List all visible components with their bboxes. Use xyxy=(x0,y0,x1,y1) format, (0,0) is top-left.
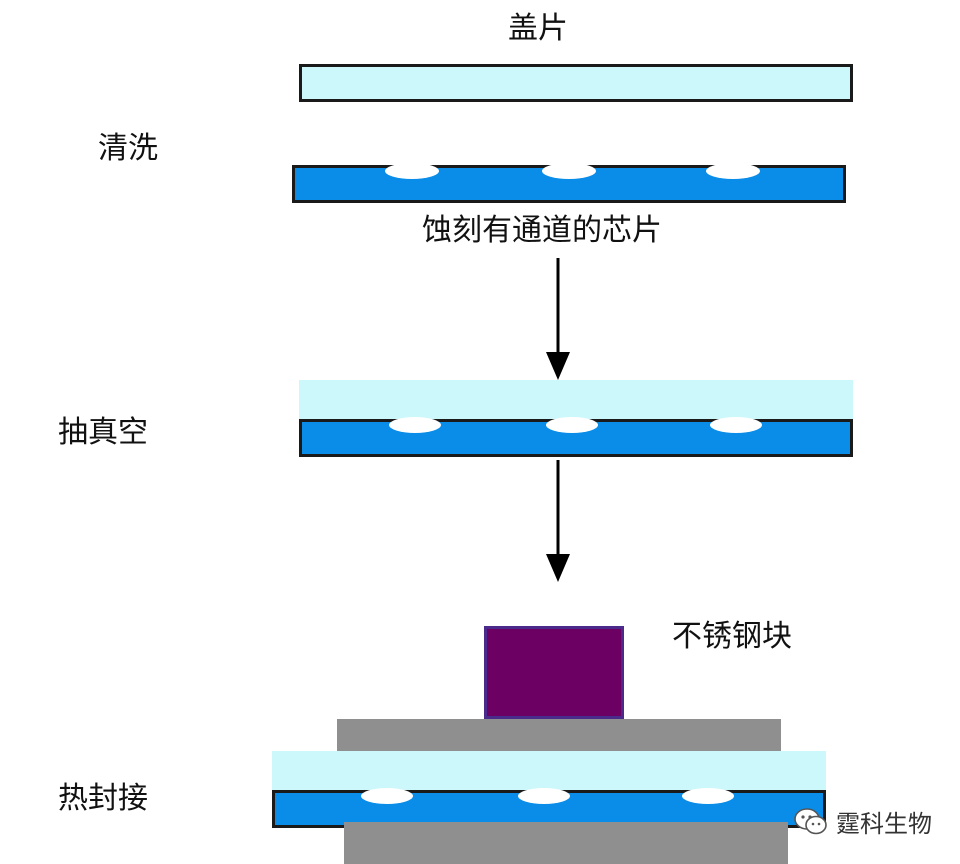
channel-well xyxy=(546,417,598,433)
wechat-icon xyxy=(794,807,827,834)
channel-well xyxy=(710,417,762,433)
heat-seal-step-label: 热封接 xyxy=(58,781,148,816)
watermark: 霆科生物 xyxy=(794,804,932,839)
steel-block-label: 不锈钢块 xyxy=(672,619,792,654)
cover-slip-stacked xyxy=(299,380,853,420)
cover-slip-label: 盖片 xyxy=(508,11,568,46)
channel-well xyxy=(542,163,596,179)
channel-well xyxy=(361,788,413,804)
bottom-press-plate xyxy=(344,822,788,864)
channel-well xyxy=(518,788,570,804)
cover-slip-sealed xyxy=(272,751,826,791)
etched-chip-label: 蚀刻有通道的芯片 xyxy=(422,213,662,248)
top-press-plate xyxy=(337,719,781,751)
cover-slip xyxy=(299,64,853,102)
channel-well xyxy=(385,163,439,179)
channel-well xyxy=(682,788,734,804)
vacuum-step-label: 抽真空 xyxy=(58,415,148,450)
channel-well xyxy=(706,163,760,179)
stainless-steel-block xyxy=(484,626,624,719)
clean-step-label: 清洗 xyxy=(98,131,158,166)
down-arrow-1 xyxy=(546,258,570,380)
down-arrow-2 xyxy=(546,460,570,582)
watermark-text: 霆科生物 xyxy=(836,810,932,838)
channel-well xyxy=(389,417,441,433)
